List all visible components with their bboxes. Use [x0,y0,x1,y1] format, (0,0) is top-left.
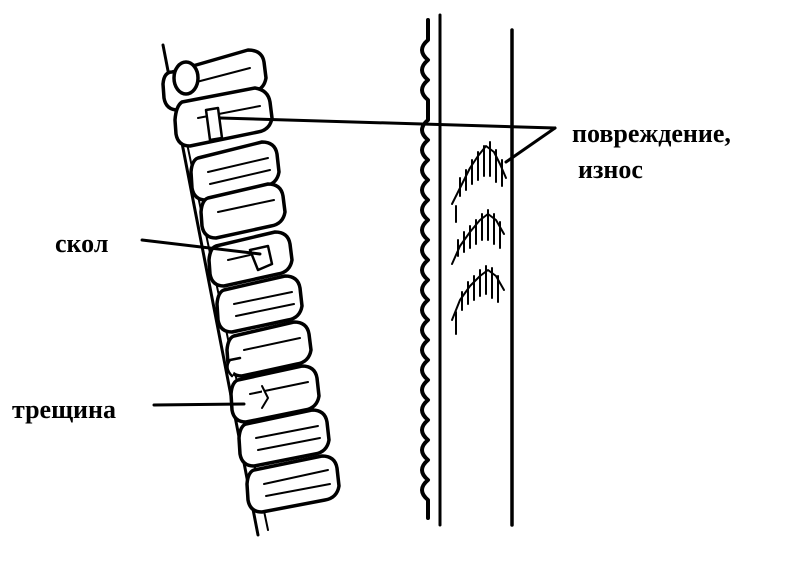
label-damage-line1: повреждение, [572,119,731,148]
belt-tooth [245,454,341,514]
belt-tooth-profile-edge [420,18,430,520]
wear-pattern [451,141,507,335]
leader-chip [140,238,262,256]
belt-tooth [161,48,268,112]
label-chip: скол [55,229,108,258]
leader-lines [140,116,557,407]
belt-side-view [161,43,341,537]
belt-tooth-damaged [173,86,274,148]
leader-damage-to-face-view [504,126,557,164]
belt-tooth [237,408,331,468]
belt-tooth [215,274,304,334]
label-crack: трещина [12,395,116,424]
leader-damage-to-side-view [218,116,557,130]
label-damage-line2: износ [578,155,643,184]
belt-face-view [420,13,514,527]
belt-tooth-chipped [207,230,294,288]
belt-tooth [225,320,313,378]
belt-teeth [161,48,341,514]
leader-crack [152,402,246,407]
belt-tooth [199,182,287,240]
